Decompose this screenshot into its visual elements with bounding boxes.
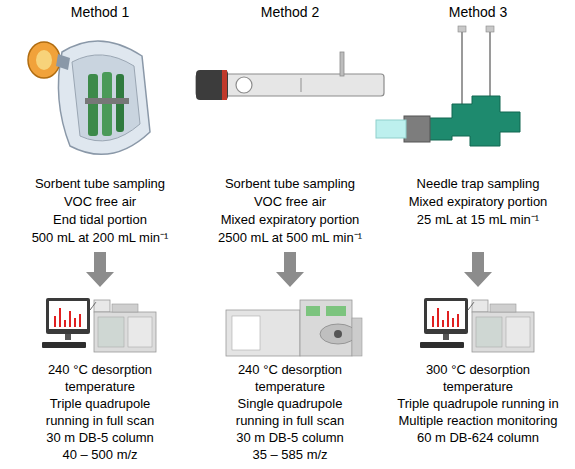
method-detail: Single quadrupole (238, 396, 343, 412)
method-detail: 60 m DB-624 column (417, 430, 539, 446)
gc-ms-instrument (42, 298, 156, 352)
method-detail: temperature (255, 379, 325, 395)
method-detail: VOC free air (254, 194, 326, 210)
breath-mask (28, 41, 150, 154)
method-detail: Multiple reaction monitoring (399, 413, 558, 429)
method-detail: running in full scan (46, 413, 154, 429)
method-detail: 40 – 500 m/z (62, 447, 137, 463)
method-detail: 35 – 585 m/z (252, 447, 327, 463)
method-detail: Triple quadrupole (50, 396, 151, 412)
method-detail: Mixed expiratory portion (409, 194, 548, 210)
method-detail: Triple quadrupole running in (397, 396, 558, 412)
method-detail: 240 °C desorption (238, 362, 342, 378)
method-detail: temperature (65, 379, 135, 395)
method-heading: Method 2 (261, 4, 319, 20)
method-detail: 25 mL at 15 mL min⁻¹ (417, 212, 539, 228)
method-detail: 30 m DB-5 column (46, 430, 154, 446)
flow-arrow (86, 252, 492, 287)
method-detail: temperature (443, 379, 513, 395)
method-detail: 30 m DB-5 column (236, 430, 344, 446)
method-heading: Method 3 (449, 4, 507, 20)
method-heading: Method 1 (71, 4, 129, 20)
sampling-tube (196, 52, 384, 100)
method-detail: Sorbent tube sampling (35, 176, 165, 192)
gc-ms-instrument (420, 298, 534, 352)
needle-trap-device (376, 26, 520, 146)
method-detail: VOC free air (64, 194, 136, 210)
method-detail: 2500 mL at 500 mL min⁻¹ (218, 230, 362, 246)
gc-ms-instrument (226, 300, 362, 356)
method-detail: 240 °C desorption (48, 362, 152, 378)
method-detail: Mixed expiratory portion (221, 212, 360, 228)
method-detail: 500 mL at 200 mL min⁻¹ (32, 230, 169, 246)
method-detail: Needle trap sampling (417, 176, 540, 192)
method-detail: End tidal portion (53, 212, 147, 228)
method-detail: 300 °C desorption (426, 362, 530, 378)
method-detail: Sorbent tube sampling (225, 176, 355, 192)
method-detail: running in full scan (236, 413, 344, 429)
